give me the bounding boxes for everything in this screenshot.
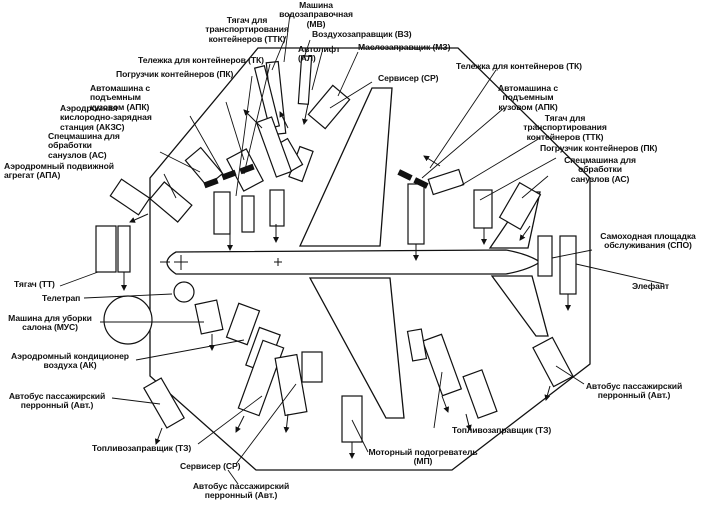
label-elefant: Элефант [632,281,670,291]
vehicles [95,55,577,443]
teletrap-shape [173,281,195,303]
label-tz-left: Топливозаправщик (ТЗ) [92,443,192,453]
container-carts [203,163,429,189]
label-tk-left: Тележка для контейнеров (ТК) [138,55,264,65]
label-vz: Воздухозаправщик (ВЗ) [312,29,412,39]
label-mp: Моторный подогреватель(МП) [368,447,478,467]
label-mz: Маслозаправщик (МЗ) [358,42,451,52]
label-mv: Машина водозаправочная(МВ) [279,0,353,29]
label-sr-bottom: Сервисер (СР) [180,461,241,471]
leader-lines [59,13,665,485]
label-tt: Тягач (ТТ) [14,279,55,289]
aircraft [166,87,549,419]
label-tz-right: Топливозаправщик (ТЗ) [452,425,552,435]
label-teletrap: Телетрап [42,293,81,303]
label-al: Автолифт (АЛ) [298,44,341,64]
mus-shape [103,295,153,345]
label-sr-top: Сервисер (СР) [378,73,439,83]
label-pk-right: Погрузчик контейнеров (ПК) [540,143,658,153]
label-pk-left: Погрузчик контейнеров (ПК) [116,69,234,79]
aircraft-markers [160,255,282,270]
direction-arrows [121,103,571,459]
label-tk-right: Тележка для контейнеров (ТК) [456,61,582,71]
service-zone-outline [149,47,591,471]
